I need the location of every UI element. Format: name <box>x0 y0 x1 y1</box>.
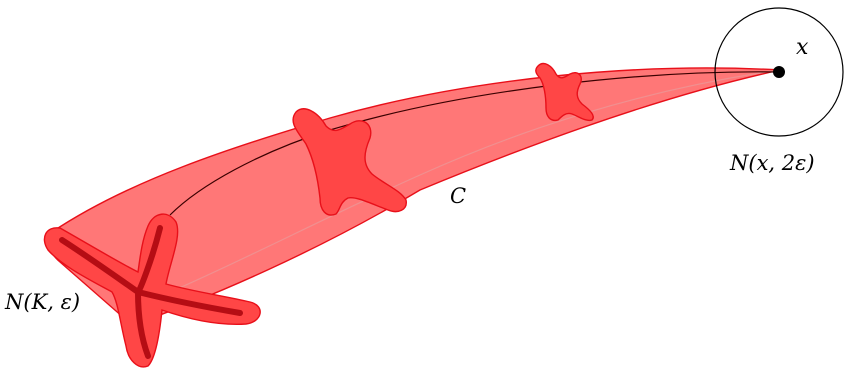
k-blob-middle <box>292 108 407 216</box>
label-point-x: x <box>796 35 809 60</box>
tube-inner-edge <box>169 69 781 293</box>
tree-k <box>59 225 243 359</box>
curve-c <box>169 71 781 216</box>
point-x-dot <box>773 66 785 78</box>
label-neighborhood: N(K, ε) <box>4 290 80 314</box>
neighborhood-blob-large <box>43 213 261 368</box>
k-blob-small <box>535 62 594 122</box>
ball-circle <box>714 7 844 137</box>
label-curve: C <box>450 184 466 208</box>
label-ball: N(x, 2ε) <box>729 151 815 175</box>
